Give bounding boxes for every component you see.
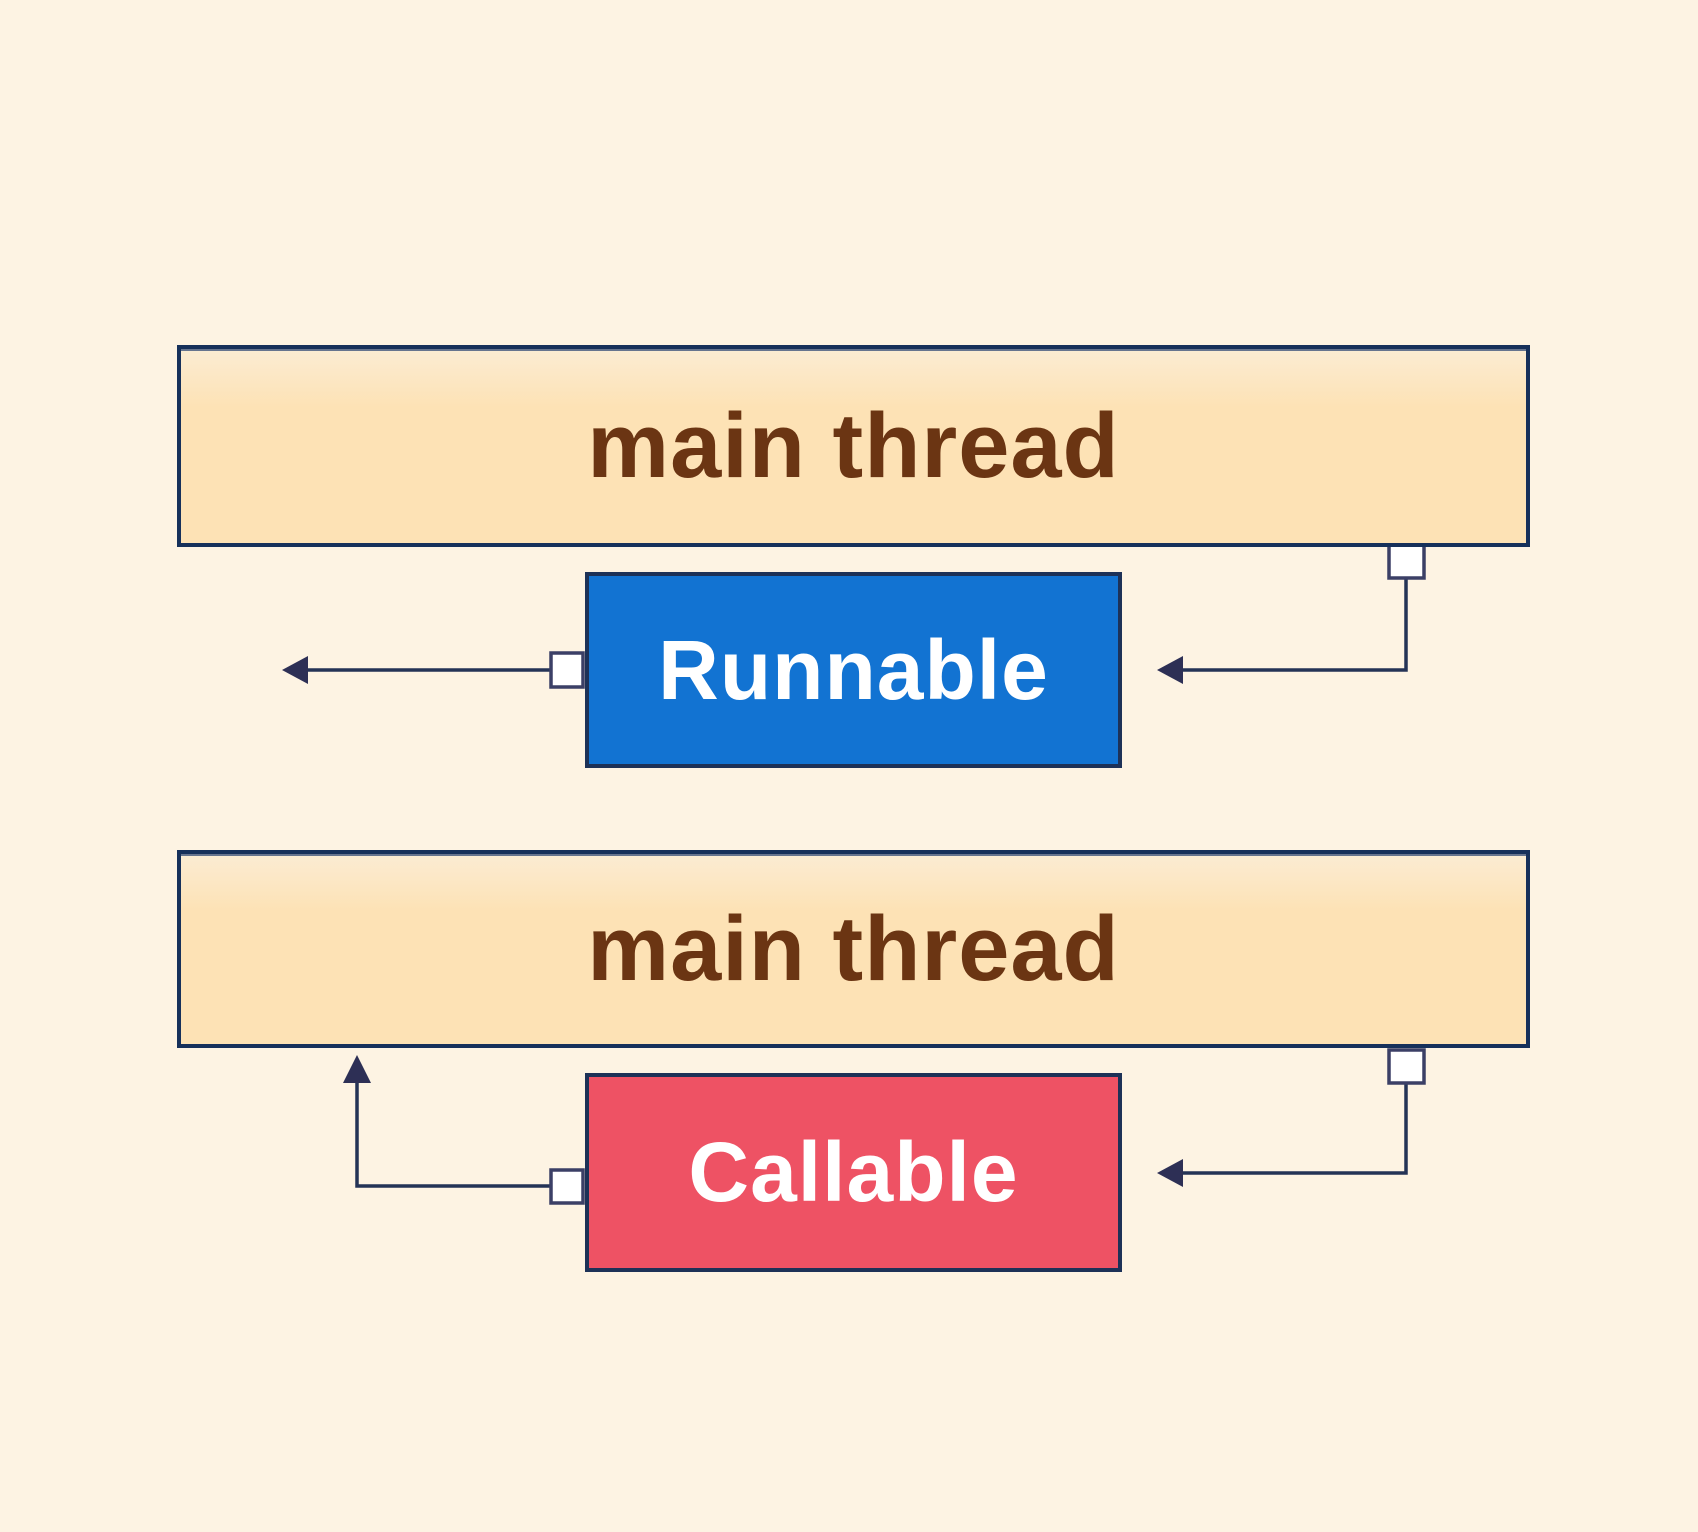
arrow-runnable-out-left-icon [282,656,567,684]
arrow-main-to-runnable-icon [1157,560,1408,684]
arrow-main-to-callable-icon [1157,1065,1408,1187]
runnable-label: Runnable [658,622,1049,717]
callable-label: Callable [688,1125,1019,1219]
callable-box: Callable [585,1073,1122,1272]
arrow-callable-to-main-icon [343,1055,567,1188]
connector-square-main-bottom-icon [1387,1048,1426,1085]
main-thread-label-bottom: main thread [587,897,1120,1000]
main-thread-box-bottom: main thread [177,850,1530,1048]
main-thread-box-top: main thread [177,345,1530,547]
runnable-box: Runnable [585,572,1122,768]
connector-square-callable-left-icon [549,1168,585,1205]
connector-square-main-top-icon [1387,543,1426,580]
main-thread-label-top: main thread [587,394,1120,497]
connector-square-runnable-left-icon [549,651,585,689]
